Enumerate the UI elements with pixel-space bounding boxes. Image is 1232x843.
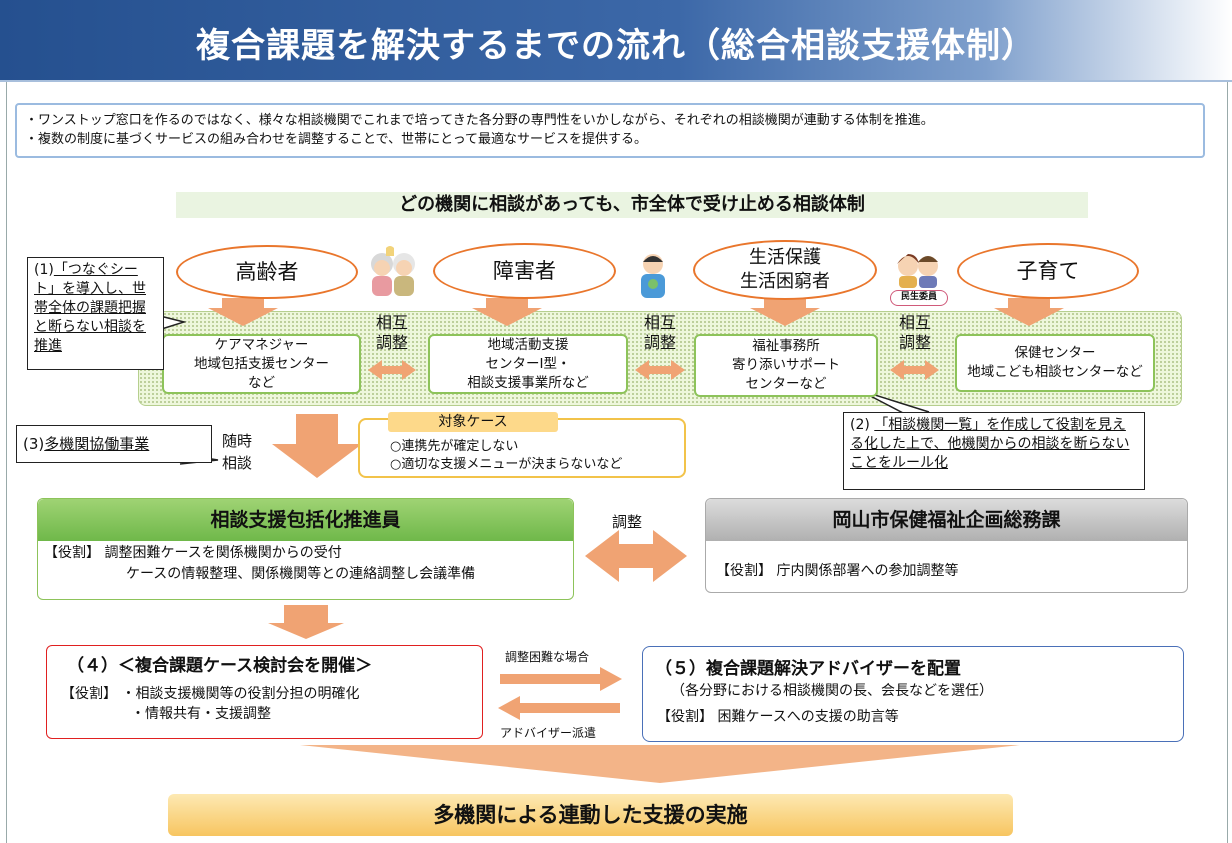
- mutual-label-1-l2: 調整: [375, 333, 408, 352]
- right-arrow-difficult: [500, 667, 622, 691]
- disabled-person-icon: [636, 252, 670, 304]
- callout2-text: 「相談機関一覧」を作成して役割を見える化した上で、他機関からの相談を断らないこと…: [850, 417, 1130, 471]
- target-childcare: 子育て: [957, 243, 1139, 299]
- agency-childcare-l1: 保健センター: [1014, 345, 1096, 361]
- as-needed-label: 随時 相談: [222, 430, 262, 474]
- promoter-header: 相談支援包括化推進員: [38, 499, 573, 541]
- meeting-header: （４）＜複合課題ケース検討会を開催＞: [67, 656, 373, 676]
- agency-elderly-l2: 地域包括支援センター: [194, 355, 329, 372]
- callout1-text: 「つなぐシート」を導入し、世帯全体の課題把握と断らない相談を推進: [34, 262, 146, 354]
- city-dept-box: 岡山市保健福祉企画総務課 【役割】 庁内関係部署への参加調整等: [705, 498, 1188, 593]
- promoter-box: 相談支援包括化推進員 【役割】 調整困難ケースを関係機関からの受付 ケースの情報…: [37, 498, 574, 600]
- promoter-role-l2: ケースの情報整理、関係機関等との連絡調整し会議準備: [126, 566, 476, 582]
- mutual-label-2: 相互 調整: [640, 313, 680, 353]
- agency-welfare-l1: 福祉事務所: [752, 338, 820, 354]
- down-arrow-to-meeting: [268, 605, 344, 639]
- agency-welfare: 福祉事務所 寄り添いサポート センターなど: [694, 334, 878, 397]
- mutual-label-3-l2: 調整: [898, 333, 931, 352]
- target-welfare: 生活保護 生活困窮者: [693, 240, 877, 300]
- promoter-role-l1: 【役割】 調整困難ケースを関係機関からの受付: [44, 545, 342, 561]
- down-arrow-welfare: [750, 298, 820, 326]
- city-dept-header: 岡山市保健福祉企画総務課: [706, 499, 1187, 541]
- agency-welfare-l2: 寄り添いサポート: [732, 357, 840, 373]
- callout3-text: 多機関協働事業: [44, 435, 150, 453]
- mutual-label-3: 相互 調整: [895, 313, 935, 353]
- callout1-prefix: (1): [34, 262, 54, 278]
- advisor-box: （５）複合課題解決アドバイザーを配置 （各分野における相談機関の長、会長などを選…: [642, 646, 1184, 742]
- agency-disability-l3: 相談支援事業所など: [467, 374, 589, 391]
- mutual-arrow-2: [635, 360, 685, 380]
- agency-disability-l2: センターⅠ型・: [485, 355, 571, 372]
- target-welfare-line2: 生活困窮者: [740, 271, 830, 292]
- final-banner: 多機関による連動した支援の実施: [168, 794, 1013, 836]
- callout2-prefix: (2): [850, 417, 875, 433]
- city-dept-role: 【役割】 庁内関係部署への参加調整等: [716, 563, 959, 579]
- title-bar: 複合課題を解決するまでの流れ（総合相談支援体制）: [0, 0, 1232, 82]
- intro-line-2: ・複数の制度に基づくサービスの組み合わせを調整することで、世帯にとって最適なサー…: [25, 132, 648, 147]
- agency-elderly-l1: ケアマネジャー: [214, 336, 309, 353]
- target-disability-label: 障害者: [493, 259, 556, 283]
- agency-childcare-l2: 地域こども相談センターなど: [967, 364, 1143, 380]
- callout3-prefix: (3): [23, 435, 45, 453]
- target-case-2: ○適切な支援メニューが決まらないなど: [390, 457, 623, 472]
- agency-disability: 地域活動支援 センターⅠ型・ 相談支援事業所など: [428, 334, 628, 394]
- subtitle: どの機関に相談があっても、市全体で受け止める相談体制: [176, 192, 1088, 218]
- agency-welfare-l3: センターなど: [745, 376, 827, 392]
- down-arrow-disability: [472, 298, 542, 326]
- mutual-arrow-3: [890, 360, 939, 380]
- mutual-arrow-1: [368, 360, 416, 380]
- callout-multi-agency: (3)多機関協働事業: [16, 425, 212, 463]
- agency-elderly-l3: など: [248, 374, 275, 391]
- advisor-header: （５）複合課題解決アドバイザーを配置: [655, 659, 961, 679]
- target-disability: 障害者: [433, 243, 616, 299]
- meeting-role-l2: ・情報共有・支援調整: [131, 706, 271, 722]
- mutual-label-2-l1: 相互: [643, 313, 676, 332]
- target-case-1: ○連携先が確定しない: [390, 439, 519, 454]
- meeting-role-l1: 【役割】 ・相談支援機関等の役割分担の明確化: [61, 686, 360, 702]
- down-arrow-childcare: [994, 298, 1064, 326]
- advisor-sub: （各分野における相談機関の長、会長などを選任）: [671, 683, 993, 699]
- target-cases-title: 対象ケース: [388, 412, 558, 432]
- advisor-role: 【役割】 困難ケースへの支援の助言等: [657, 709, 899, 725]
- as-needed-l1: 随時: [222, 432, 253, 450]
- agency-childcare: 保健センター 地域こども相談センターなど: [955, 334, 1155, 392]
- advisor-dispatch-label: アドバイザー派遣: [500, 726, 597, 740]
- left-arrow-dispatch: [498, 696, 620, 720]
- coordination-arrow: [585, 530, 687, 582]
- welfare-volunteer-icon: 民生委員: [888, 250, 950, 306]
- coordination-label: 調整: [612, 513, 643, 531]
- page-frame: [6, 82, 1228, 843]
- mutual-label-1: 相互 調整: [372, 313, 412, 353]
- intro-line-1: ・ワンストップ窓口を作るのではなく、様々な相談機関でこれまで培ってきた各分野の専…: [25, 113, 934, 128]
- intro-box: ・ワンストップ窓口を作るのではなく、様々な相談機関でこれまで培ってきた各分野の専…: [15, 103, 1205, 158]
- case-meeting-box: （４）＜複合課題ケース検討会を開催＞ 【役割】 ・相談支援機関等の役割分担の明確…: [46, 645, 483, 739]
- down-arrow-to-promoter: [272, 414, 362, 478]
- final-down-arrow: [300, 745, 1020, 783]
- callout-agency-list: (2) 「相談機関一覧」を作成して役割を見える化した上で、他機関からの相談を断ら…: [843, 412, 1145, 490]
- page-title: 複合課題を解決するまでの流れ（総合相談支援体制）: [196, 26, 1036, 66]
- target-elderly: 高齢者: [176, 245, 358, 299]
- difficult-case-label: 調整困難な場合: [505, 650, 590, 664]
- as-needed-l2: 相談: [222, 454, 253, 472]
- agency-elderly: ケアマネジャー 地域包括支援センター など: [162, 334, 361, 394]
- mutual-label-2-l2: 調整: [643, 333, 676, 352]
- down-arrow-elderly: [208, 298, 278, 326]
- welfare-volunteer-badge: 民生委員: [890, 290, 948, 306]
- elderly-couple-icon: [364, 244, 422, 300]
- mutual-label-3-l1: 相互: [898, 313, 931, 332]
- agency-disability-l1: 地域活動支援: [487, 336, 569, 353]
- target-welfare-line1: 生活保護: [749, 247, 821, 268]
- mutual-label-1-l1: 相互: [375, 313, 408, 332]
- target-elderly-label: 高齢者: [235, 260, 299, 284]
- callout-tsunagu-sheet: (1)「つなぐシート」を導入し、世帯全体の課題把握と断らない相談を推進: [27, 257, 164, 370]
- target-childcare-label: 子育て: [1016, 259, 1080, 283]
